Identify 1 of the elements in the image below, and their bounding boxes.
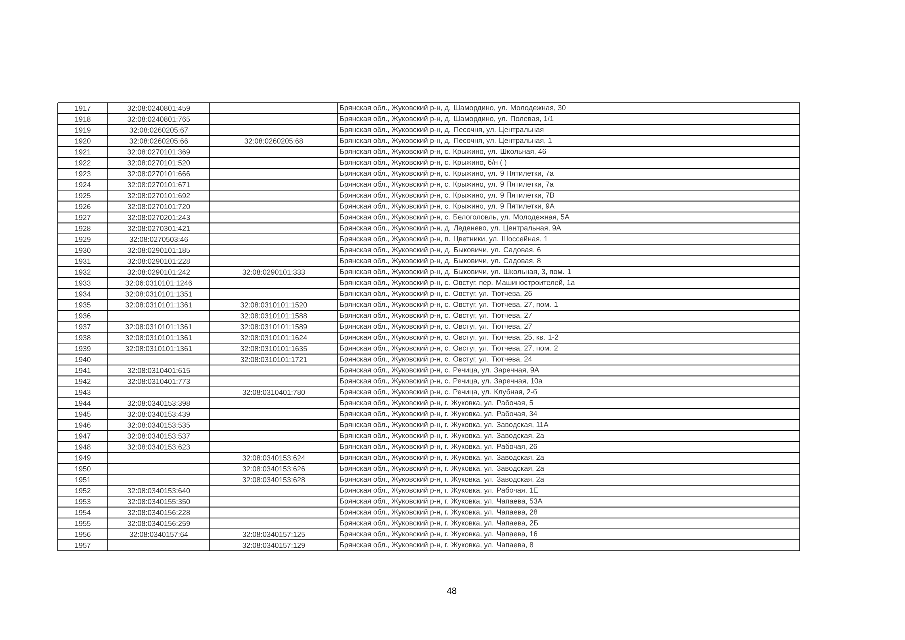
page-number: 48 bbox=[447, 588, 457, 594]
